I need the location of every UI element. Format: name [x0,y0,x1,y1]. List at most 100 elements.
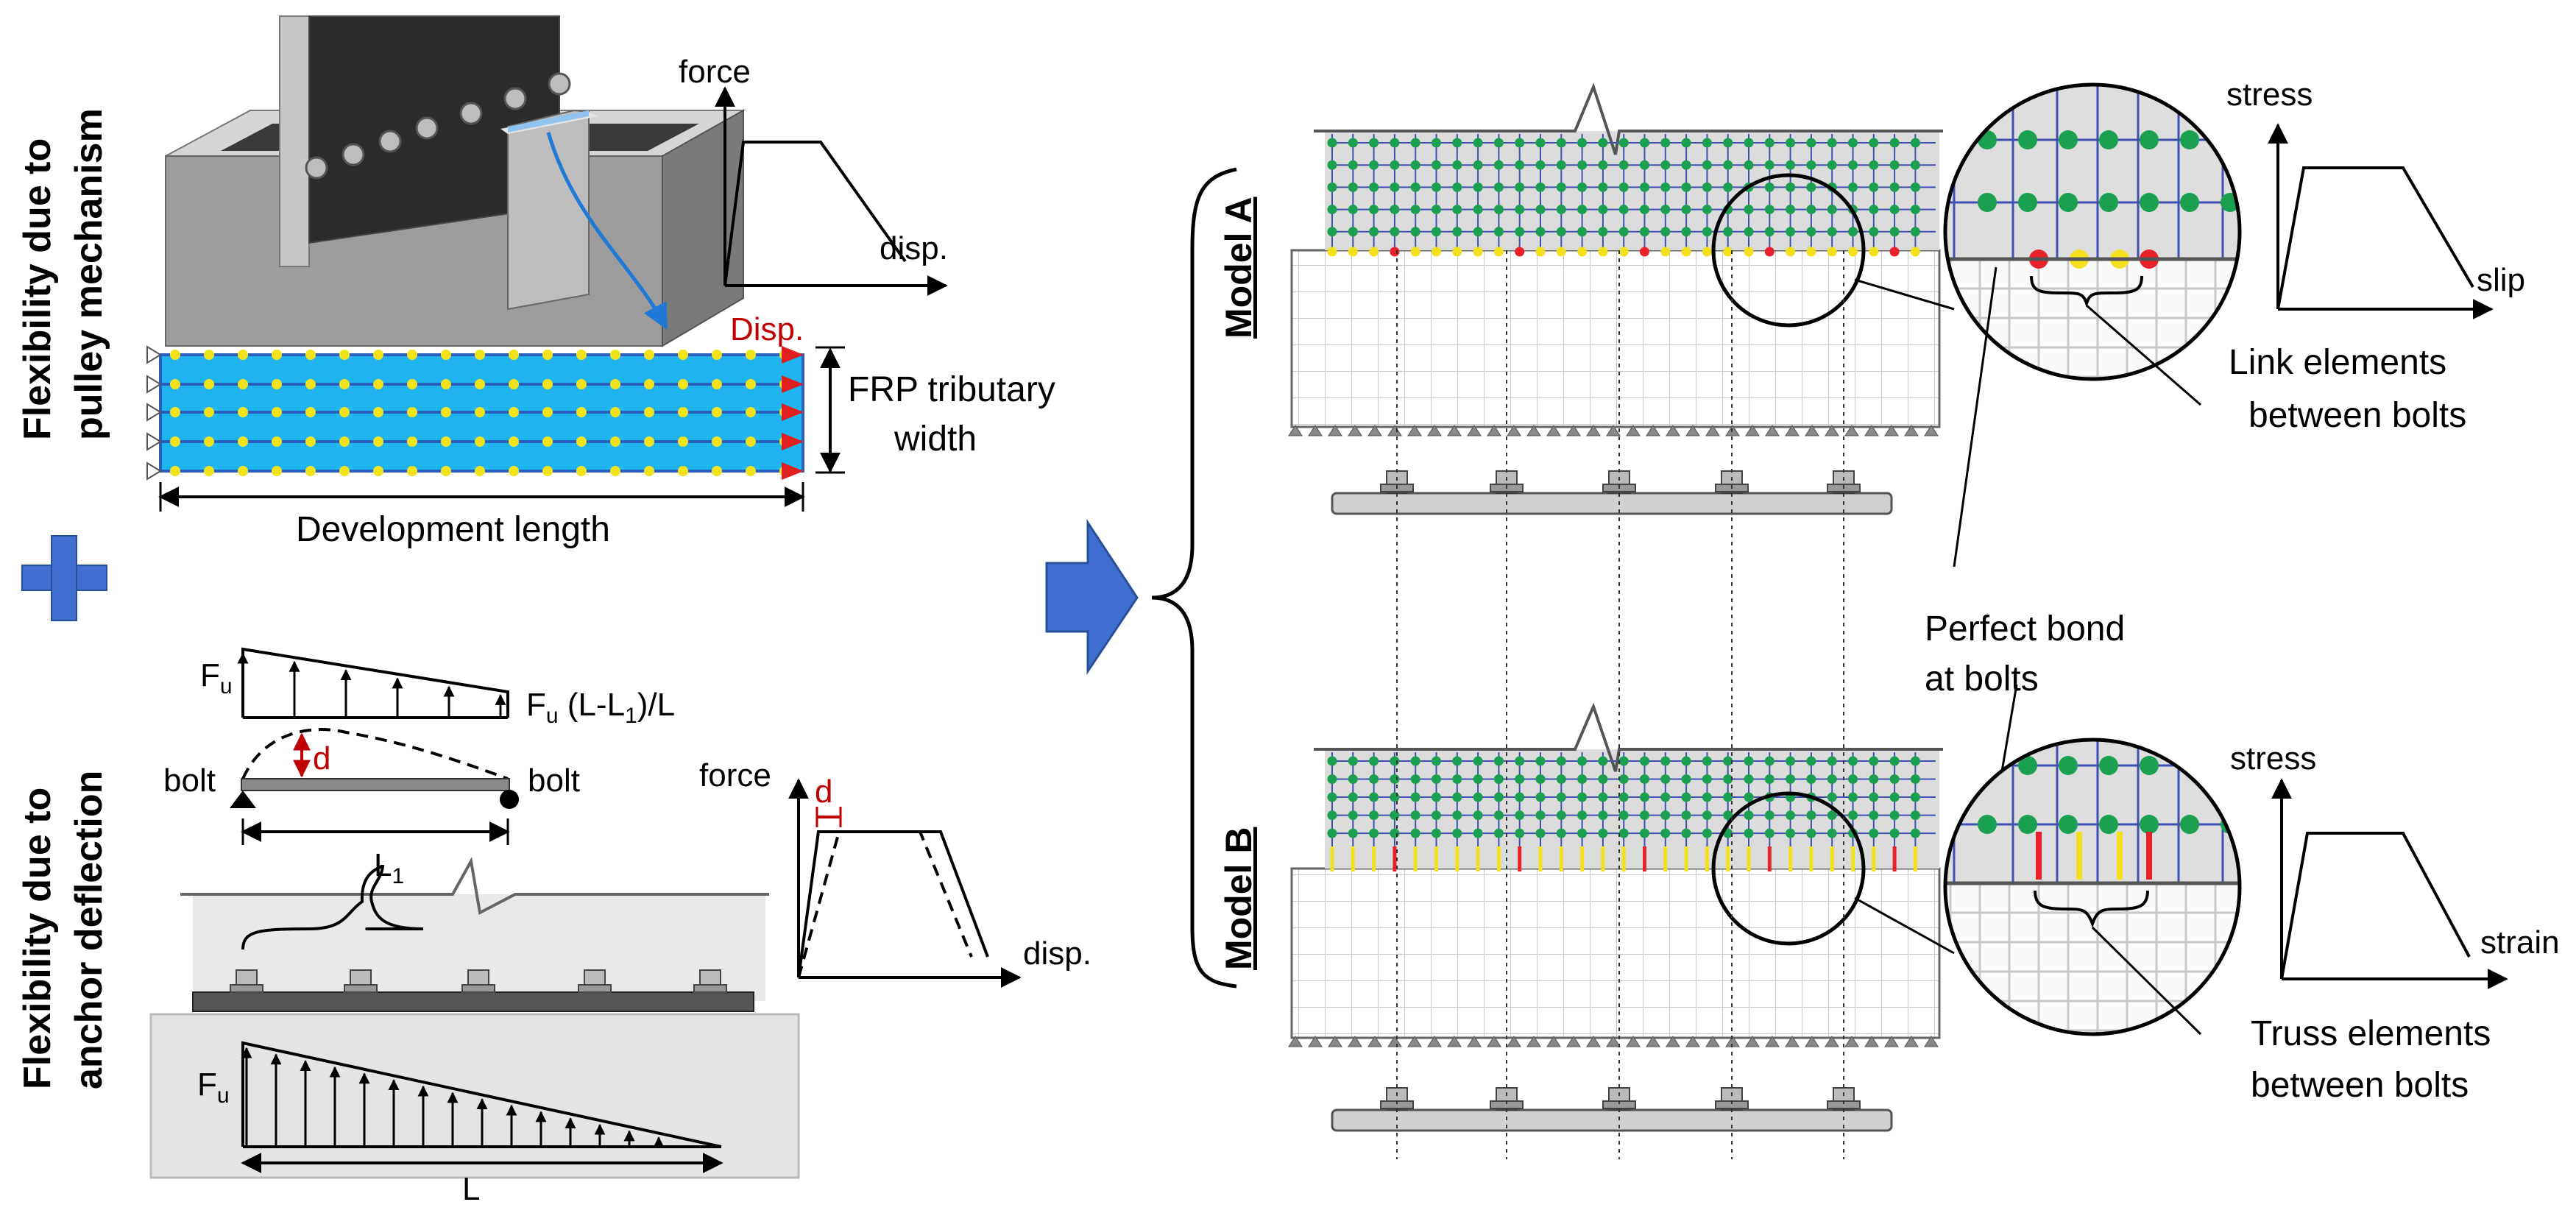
roller-support [1546,425,1561,436]
frp-node [1452,828,1462,838]
frp-node [1432,810,1441,821]
frp-anchor-dot [204,466,214,476]
zoom-frp-node [2221,130,2240,149]
frp-node [1348,828,1358,838]
frp-node [1681,227,1691,237]
zoom-frp-node [2059,815,2078,834]
perfect-bond-label-1: Perfect bond [1925,609,2125,648]
frp-node [1744,774,1754,785]
frp-node [1473,774,1483,785]
frp-pin-support [146,461,162,481]
frp-anchor-dot [610,466,620,476]
frp-anchor-dot [204,350,214,360]
frp-node [1577,792,1588,802]
frp-node [1598,792,1608,802]
frp-anchor-dot [441,436,451,447]
frp-anchor-dot [746,407,756,417]
roller-support [1844,425,1859,436]
frp-node [1515,205,1525,215]
frp-pin-support [146,345,162,364]
link-node [1827,247,1837,257]
frp-node [1515,828,1525,838]
frp-node [1390,227,1400,237]
frp-node [1744,828,1754,838]
zoom-frp-node [2099,815,2118,834]
frp-anchor-dot [678,436,688,447]
frp-node [1869,160,1879,170]
frp-anchor-dot [204,379,214,389]
truss-elements-label-2: between bolts [2251,1066,2469,1105]
frp-node [1723,182,1733,192]
frp-anchor-dot [272,436,282,447]
model-b-zoom: Truss elements between bolts [1943,738,2491,1105]
frp-node [1493,792,1504,802]
frp-node [1910,227,1920,237]
roller-support [1805,1036,1819,1047]
frp-node [1889,227,1900,237]
frp-node [1432,182,1441,192]
anchor-bolt-washer [578,984,612,993]
frp-node [1723,810,1733,821]
frp-node [1806,828,1816,838]
frp-node [1827,138,1837,148]
frp-node [1848,792,1858,802]
roller-support [1288,425,1303,436]
frp-anchor-dot [170,350,180,360]
roller-support [1566,1036,1581,1047]
frp-node [1493,774,1504,785]
frp-node [1410,828,1420,838]
frp-anchor-dot [407,407,417,417]
roller-support [1825,1036,1839,1047]
frp-node [1744,227,1754,237]
roller-support [1427,1036,1442,1047]
frp-node [1473,810,1483,821]
graph-b-stress-label: stress [2230,740,2316,777]
frp-node [1764,138,1774,148]
frp-node [1764,182,1774,192]
frp-node [1618,138,1629,148]
frp-node [1410,182,1420,192]
frp-node [1640,182,1649,192]
link-node [1618,247,1629,257]
frp-node [1515,227,1525,237]
frp-node [1869,756,1879,766]
frp-node [1369,756,1379,766]
frp-node [1348,774,1358,785]
frp-anchor-dot [441,466,451,476]
zoom-frp-node [1978,193,1997,212]
frp-anchor-dot [644,350,654,360]
roller-support [1328,425,1342,436]
frp-node [1598,828,1608,838]
frp-node [1535,160,1546,170]
frp-node [1577,810,1588,821]
frp-node [1473,205,1483,215]
roller-support [1387,1036,1402,1047]
zoom-frp-node [2140,756,2159,775]
frp-node [1910,828,1920,838]
frp-node [1598,205,1608,215]
slab-with-anchors: Fu L [149,857,800,1207]
frp-node [1390,792,1400,802]
roller-support [1864,425,1879,436]
frp-node [1910,774,1920,785]
frp-node [1806,182,1816,192]
bolt-left-label: bolt [163,763,216,799]
frp-node [1764,810,1774,821]
frp-node [1618,774,1629,785]
pulley-side-label-2: pulley mechanism [68,108,110,440]
anchor-graph-disp-label: disp. [1023,936,1091,972]
roller-support [1606,425,1621,436]
frp-anchor-dot [339,379,350,389]
model-brace [1151,167,1237,989]
frp-node [1764,227,1774,237]
frp-node [1702,792,1712,802]
frp-node [1640,774,1649,785]
frp-node [1535,756,1546,766]
link-node [1369,247,1379,257]
model-a: Model A [1218,82,1955,515]
frp-node [1598,810,1608,821]
frp-node [1702,182,1712,192]
frp-node [1432,792,1441,802]
frp-node [1598,160,1608,170]
bolt-alignment-lines [1396,250,1844,1159]
